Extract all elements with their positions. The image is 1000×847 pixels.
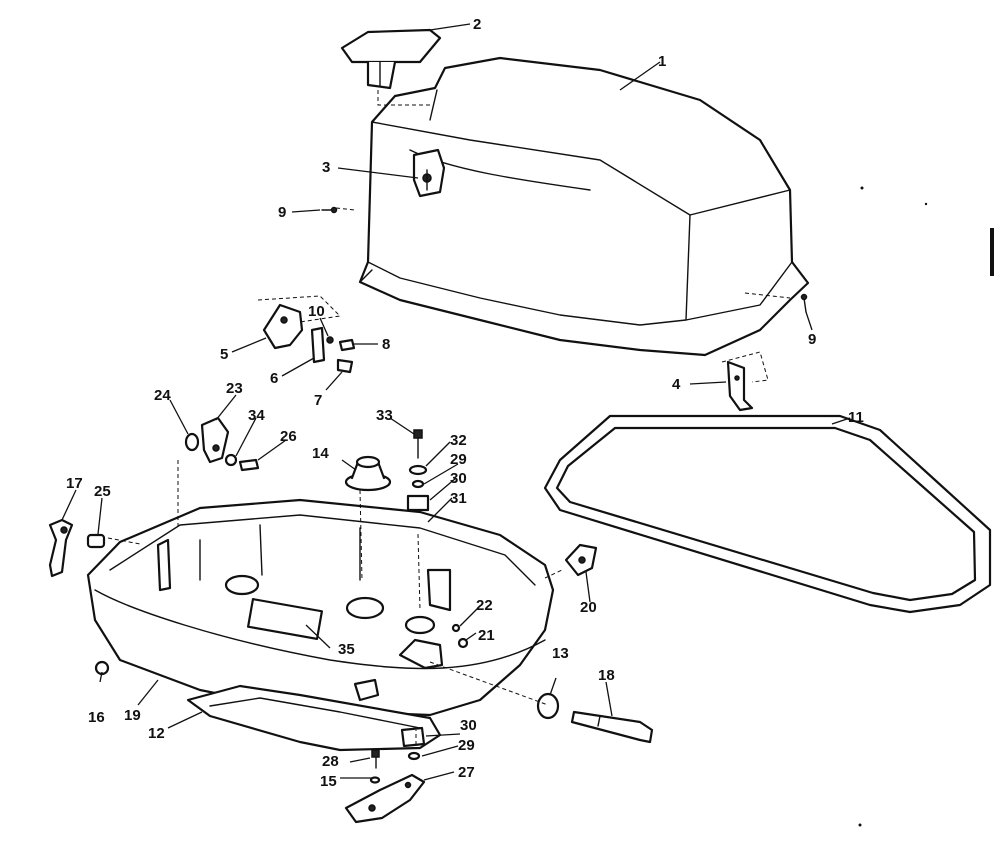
- side-latch-bracket: [564, 543, 598, 577]
- callout-29-upper: 29: [450, 451, 467, 468]
- callouts: 1 2 3 4 5 6 7 8 9 9 10 11 12 13 14 15 16…: [66, 16, 864, 790]
- base-plate: [186, 684, 442, 752]
- callout-35: 35: [338, 641, 355, 658]
- callout-9-left: 9: [278, 204, 286, 221]
- bolt-small: [369, 749, 381, 784]
- lower-bracket: [344, 773, 426, 824]
- screw-right: [800, 293, 808, 313]
- engine-cover-hood: [358, 56, 810, 357]
- stray-marks: [858, 186, 994, 827]
- callout-32: 32: [450, 432, 467, 449]
- callout-24: 24: [154, 387, 171, 404]
- callout-10: 10: [308, 303, 325, 320]
- callout-23: 23: [226, 380, 243, 397]
- callout-6: 6: [270, 370, 278, 387]
- callout-22: 22: [476, 597, 493, 614]
- bracket-small: [726, 360, 754, 412]
- callout-5: 5: [220, 346, 228, 363]
- latch-hook-parts: [184, 416, 260, 472]
- callout-33: 33: [376, 407, 393, 424]
- callout-34: 34: [248, 407, 265, 424]
- lever: [48, 518, 74, 578]
- screw-left: [321, 206, 338, 214]
- callout-14: 14: [312, 445, 329, 462]
- latch-assembly: [262, 303, 356, 374]
- callout-21: 21: [478, 627, 495, 644]
- callout-16: 16: [88, 709, 105, 726]
- callout-12: 12: [148, 725, 165, 742]
- callout-3: 3: [322, 159, 330, 176]
- grommet: [536, 692, 560, 720]
- pivot-pin: [570, 710, 654, 744]
- bushing: [86, 533, 106, 549]
- callout-19: 19: [124, 707, 141, 724]
- callout-31: 31: [450, 490, 467, 507]
- cover-seal-ring: [543, 414, 992, 614]
- callout-20: 20: [580, 599, 597, 616]
- callout-17: 17: [66, 475, 83, 492]
- callout-2: 2: [473, 16, 481, 33]
- lower-pan: [86, 498, 555, 717]
- callout-15: 15: [320, 773, 337, 790]
- callout-7: 7: [314, 392, 322, 409]
- leader-lines: [61, 23, 851, 781]
- callout-30-lower: 30: [460, 717, 477, 734]
- callout-1: 1: [658, 53, 666, 70]
- callout-11: 11: [848, 409, 864, 426]
- small-pin: [451, 623, 469, 649]
- mount-fastener-stack: [406, 429, 430, 534]
- cover-latch: [412, 148, 446, 198]
- callout-27: 27: [458, 764, 475, 781]
- rubber-mount: [344, 455, 392, 492]
- callout-29-lower: 29: [458, 737, 475, 754]
- callout-8: 8: [382, 336, 390, 353]
- cover-cap: [340, 28, 442, 90]
- callout-28: 28: [322, 753, 339, 770]
- callout-25: 25: [94, 483, 111, 500]
- callout-30-upper: 30: [450, 470, 467, 487]
- callout-9-right: 9: [808, 331, 816, 348]
- lower-mount-stack: [400, 726, 426, 761]
- callout-13: 13: [552, 645, 569, 662]
- callout-26: 26: [280, 428, 297, 445]
- callout-18: 18: [598, 667, 615, 684]
- callout-4: 4: [672, 376, 681, 393]
